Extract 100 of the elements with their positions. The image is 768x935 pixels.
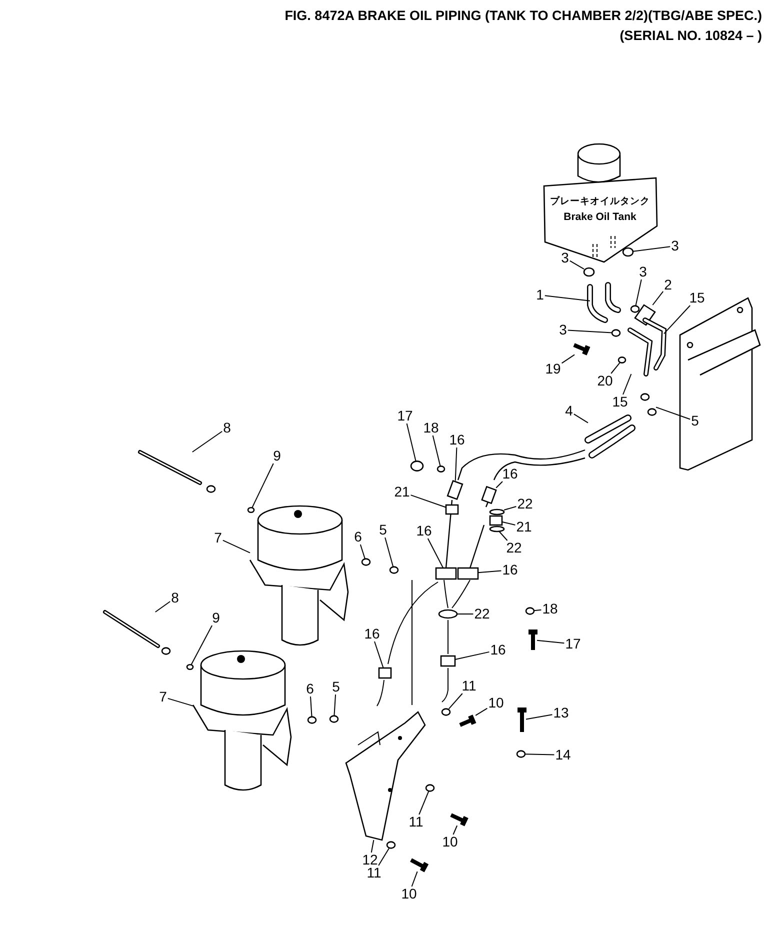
callout-number: 13 [552,706,570,720]
leader-line [524,754,555,756]
leader-line [544,295,590,302]
leader-line [504,506,517,510]
nut-icon [618,356,626,364]
leader-line [536,640,565,644]
callout-number: 21 [515,520,533,534]
nut-icon [425,784,435,792]
leader-line [635,279,642,306]
washer-drawing [489,526,505,532]
callout-number: 16 [489,642,507,658]
callout-number: 8 [222,420,232,436]
callout-number: 1 [535,288,545,302]
leader-line [167,698,194,706]
nut-icon [516,750,526,758]
clamp-drawing [435,567,457,580]
callout-number: 15 [688,290,706,306]
callout-number: 8 [170,590,180,606]
leader-line [452,825,458,835]
callout-number: 16 [448,432,466,448]
callout-number: 2 [663,278,673,292]
callout-number: 22 [516,496,534,512]
nut-icon [361,558,371,566]
leader-line [334,694,336,716]
leader-line [432,435,441,467]
connector-drawing [438,609,458,619]
leader-line [496,481,503,488]
callout-number: 22 [505,540,523,556]
callout-number: 19 [544,362,562,376]
nut-icon [247,506,255,514]
callout-number: 10 [487,696,505,710]
leader-line [526,714,553,720]
leader-line [567,330,612,334]
mounting-bracket-drawing [345,710,426,841]
callout-number: 5 [378,522,388,538]
brake-chamber-drawing [192,650,292,791]
leader-line [192,430,223,452]
clamp-drawing [440,655,456,667]
nut-icon [441,708,451,716]
callout-number: 22 [473,606,491,622]
figure-title: FIG. 8472A BRAKE OIL PIPING (TANK TO CHAMBER 2/2)(TBG/ABE SPEC.) [284,7,762,25]
leader-line [454,447,458,482]
callout-number: 12 [361,852,379,868]
callout-number: 3 [670,238,680,254]
nut-icon [186,664,194,670]
callout-number: 9 [272,448,282,464]
leader-line [622,374,632,395]
leader-line [252,463,274,508]
callout-number: 3 [638,264,648,280]
connector-drawing [445,504,459,515]
callout-number: 21 [393,484,411,500]
leader-line [652,290,664,306]
leader-line [498,531,508,541]
callout-number: 15 [611,394,629,410]
callout-number: 17 [396,408,414,424]
tank-label: ブレーキオイルタンク [550,196,650,208]
leader-line [610,362,620,374]
nut-icon [410,460,424,472]
callout-number: 11 [408,814,424,830]
callout-number: 14 [554,748,572,762]
leader-line [664,305,691,334]
callout-number: 6 [353,530,363,544]
callout-number: 17 [564,636,582,652]
clamp-drawing [457,567,479,580]
pipe-drawing [587,282,621,323]
callout-number: 18 [422,420,440,436]
bolt-icon [573,343,590,356]
brake-chamber-drawing [249,505,349,646]
callout-number: 10 [400,886,418,902]
leader-line [154,601,171,612]
bolt-icon [528,630,538,650]
leader-line [534,609,542,612]
callout-number: 5 [331,680,341,694]
nut-icon [525,607,535,615]
nut-icon [622,247,634,257]
pipe-drawing [642,318,667,370]
nut-icon [611,329,621,337]
connector-drawing [489,515,503,526]
pipe-clamp-drawing [634,304,656,326]
callout-number: 16 [501,466,519,482]
callout-number: 16 [415,524,433,538]
washer-drawing [489,508,505,516]
leader-line [427,538,444,568]
leader-line [190,625,213,666]
callout-number: 6 [305,682,315,696]
hose-fitting-drawing [446,480,464,500]
callout-number: 7 [213,530,223,546]
leader-line [656,406,691,420]
callout-number: 16 [363,626,381,642]
clamp-drawing [378,667,392,679]
cable-drawing [138,450,202,485]
leader-line [448,693,463,710]
hose-drawing [584,414,636,458]
leader-line [374,641,384,668]
hose-fitting-drawing [481,486,497,504]
leader-line [632,246,671,252]
tank-label: Brake Oil Tank [564,211,636,223]
nut-icon [583,267,595,277]
callout-number: 18 [541,602,559,616]
leader-line [454,651,490,660]
